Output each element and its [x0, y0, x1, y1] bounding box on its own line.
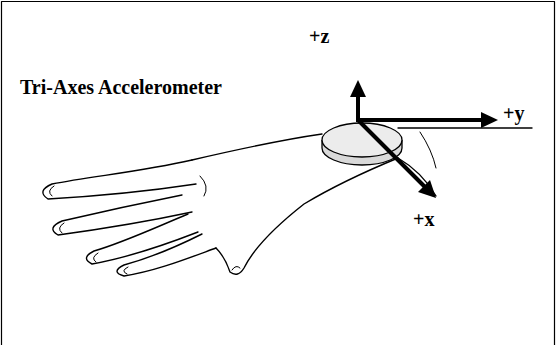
x-axis [358, 120, 426, 188]
finger [43, 160, 196, 199]
axis-label: +x [413, 208, 434, 230]
finger [117, 234, 216, 276]
nail [124, 267, 128, 274]
nail [49, 186, 54, 196]
finger [53, 195, 192, 235]
finger [86, 214, 198, 264]
thumb-palm [216, 158, 398, 274]
y-arrowhead [481, 112, 498, 128]
y-axis [356, 118, 484, 122]
figure-title: Tri-Axes Accelerometer [20, 76, 222, 98]
z-axis [356, 94, 360, 122]
z-arrowhead [350, 80, 366, 97]
forearm-top [398, 127, 532, 128]
nail [232, 266, 240, 270]
axis-label: +y [503, 102, 524, 124]
nail [59, 223, 64, 233]
nail [93, 253, 98, 262]
wrist-strap [420, 132, 436, 168]
x-arrowhead [418, 180, 436, 198]
knuckle [200, 176, 206, 196]
hand-back [192, 134, 322, 160]
axis-label: +z [309, 25, 329, 47]
